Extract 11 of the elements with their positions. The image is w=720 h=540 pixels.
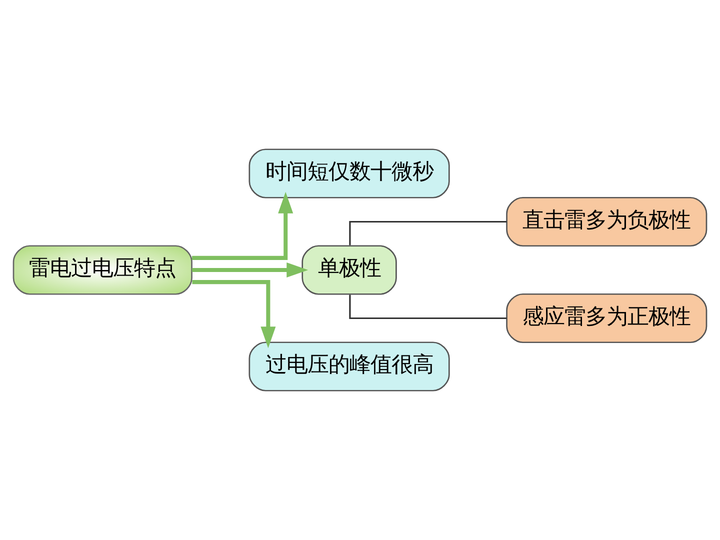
node-box: 单极性 <box>302 245 397 295</box>
arrow <box>192 262 308 278</box>
arrow <box>192 280 276 348</box>
connector <box>349 294 507 320</box>
connector <box>349 220 507 246</box>
node-box: 雷电过电压特点 <box>12 245 192 295</box>
arrow <box>192 192 294 260</box>
node-box: 过电压的峰值很高 <box>248 342 450 392</box>
node-box: 感应雷多为正极性 <box>506 293 708 344</box>
node-box: 时间短仅数十微秒 <box>248 148 450 198</box>
node-box: 直击雷多为负极性 <box>506 196 708 247</box>
